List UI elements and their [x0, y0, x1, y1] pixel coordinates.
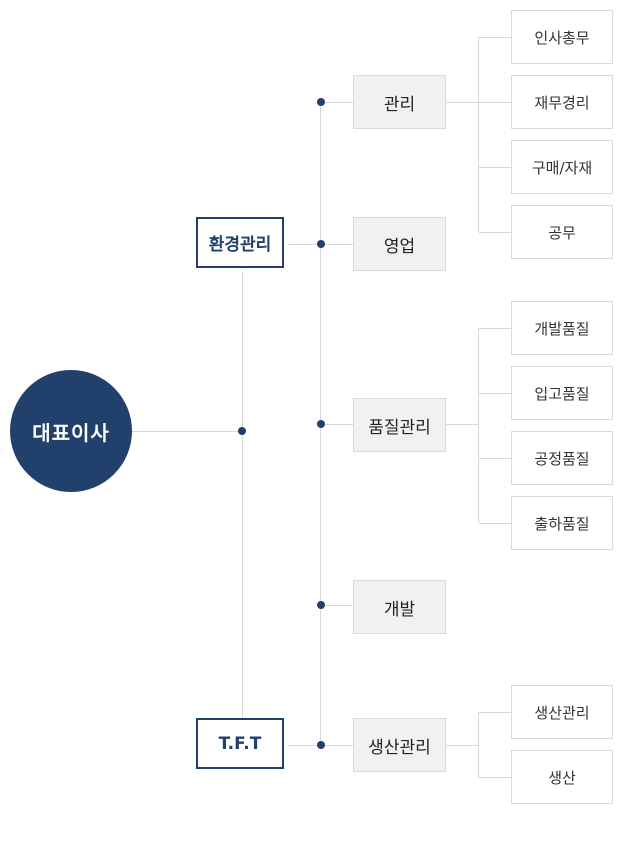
sub-connector: [479, 393, 511, 394]
dept-connector-development: [321, 605, 353, 606]
junction-dot: [317, 98, 325, 106]
sub-dept-process-quality: 공정품질: [511, 431, 613, 485]
sub-connector: [479, 712, 511, 713]
sub-trunk: [478, 328, 479, 523]
sub-dept-finance: 재무경리: [511, 75, 613, 129]
sub-connector: [479, 328, 511, 329]
junction-dot: [317, 741, 325, 749]
sub-dept-shipping-quality: 출하품질: [511, 496, 613, 550]
tft-box: T.F.T: [196, 718, 284, 769]
junction-dot: [317, 601, 325, 609]
junction-dot: [317, 420, 325, 428]
sub-connector: [479, 232, 511, 233]
sub-dept-dev-quality: 개발품질: [511, 301, 613, 355]
dept-development: 개발: [353, 580, 446, 634]
env-management-box: 환경관리: [196, 217, 284, 268]
env-connector: [288, 244, 321, 245]
sub-connector: [479, 37, 511, 38]
sub-dept-incoming-quality: 입고품질: [511, 366, 613, 420]
dept-quality: 품질관리: [353, 398, 446, 452]
sub-connector: [446, 745, 479, 746]
sub-connector: [446, 424, 479, 425]
sub-dept-engineering: 공무: [511, 205, 613, 259]
dept-production: 생산관리: [353, 718, 446, 772]
junction-dot: [317, 240, 325, 248]
tft-connector: [288, 745, 321, 746]
dept-sales: 영업: [353, 217, 446, 271]
staff-trunk: [242, 271, 243, 719]
sub-dept-hr: 인사총무: [511, 10, 613, 64]
junction-dot: [238, 427, 246, 435]
sub-dept-production-management: 생산관리: [511, 685, 613, 739]
sub-connector: [479, 102, 511, 103]
sub-trunk: [478, 37, 479, 232]
dept-connector-management: [321, 102, 353, 103]
sub-connector: [479, 167, 511, 168]
ceo-node: 대표이사: [10, 370, 132, 492]
sub-trunk: [478, 712, 479, 778]
sub-connector: [446, 102, 479, 103]
dept-management: 관리: [353, 75, 446, 129]
sub-connector: [479, 458, 511, 459]
sub-dept-purchasing: 구매/자재: [511, 140, 613, 194]
dept-connector-production: [321, 745, 353, 746]
ceo-connector: [132, 431, 242, 432]
sub-connector: [479, 777, 511, 778]
dept-connector-sales: [321, 244, 353, 245]
sub-connector: [479, 523, 511, 524]
dept-connector-quality: [321, 424, 353, 425]
sub-dept-production: 생산: [511, 750, 613, 804]
